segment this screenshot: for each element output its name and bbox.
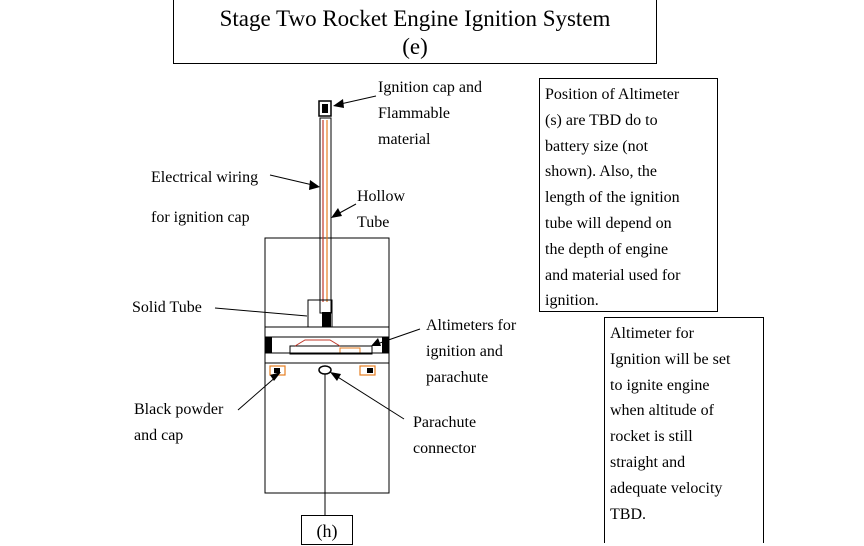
hollow-tube [319, 117, 332, 314]
label-parachute-connector-line: connector [413, 440, 477, 457]
label-ignition-cap-line: Flammable [378, 105, 450, 122]
page-subtitle: (e) [402, 34, 428, 59]
section-h-box: (h) [301, 515, 353, 545]
label-parachute-connector: Parachute connector [413, 410, 476, 462]
note-line: and material used for [545, 266, 681, 284]
note-line: the depth of engine [545, 240, 669, 258]
note-line: ignition. [545, 292, 599, 310]
note-line: (s) are TBD do to [545, 111, 658, 129]
note-altimeter-position: Position of Altimeter (s) are TBD do to … [539, 78, 718, 312]
label-hollow-tube: Hollow Tube [357, 184, 405, 236]
note-altimeter-ignition: Altimeter for Ignition will be set to ig… [604, 317, 764, 543]
title-box: Stage Two Rocket Engine Ignition System … [173, 0, 657, 64]
ignition-cap-core [322, 104, 328, 113]
note-line: shown). Also, the [545, 163, 657, 181]
label-ignition-cap: Ignition cap and Flammable material [378, 75, 482, 153]
label-parachute-connector-line: Parachute [413, 414, 477, 431]
parachute-connector [318, 365, 332, 375]
note-line: battery size (not [545, 137, 649, 155]
note-line: rocket is still [610, 428, 693, 446]
note-line: when altitude of [610, 402, 714, 420]
note-line: Ignition will be set [610, 350, 731, 368]
label-electrical-wiring-line: Electrical wiring [151, 169, 259, 186]
label-altimeters: Altimeters for ignition and parachute [426, 313, 516, 391]
altimeter-bay [264, 326, 390, 364]
note-line: to ignite engine [610, 376, 710, 394]
label-altimeters-line: ignition and [426, 343, 503, 360]
label-electrical-wiring-line: for ignition cap [151, 209, 250, 226]
label-solid-tube: Solid Tube [132, 299, 202, 316]
note-line: Altimeter for [610, 325, 694, 342]
label-hollow-tube-line: Tube [357, 214, 390, 231]
note-line: length of the ignition [545, 189, 680, 207]
altimeter-board [289, 345, 373, 355]
black-powder-cap-right [359, 365, 376, 376]
page-title: Stage Two Rocket Engine Ignition System [219, 6, 611, 31]
label-altimeters-line: Altimeters for [426, 317, 517, 334]
note-line: adequate velocity [610, 479, 723, 497]
label-hollow-tube-line: Hollow [357, 188, 405, 205]
note-line: TBD. [610, 505, 646, 523]
label-altimeters-line: parachute [426, 369, 489, 386]
label-ignition-cap-line: Ignition cap and [378, 79, 482, 96]
label-black-powder: Black powder and cap [134, 397, 223, 449]
bay-left-block [265, 337, 272, 353]
label-black-powder-line: Black powder [134, 401, 224, 418]
note-line: straight and [610, 453, 686, 471]
bay-right-block [382, 337, 389, 353]
label-electrical-wiring: Electrical wiring for ignition cap [151, 158, 258, 238]
label-ignition-cap-line: material [378, 131, 431, 148]
solid-tube-core [322, 312, 331, 327]
label-black-powder-line: and cap [134, 427, 184, 444]
note-line: Position of Altimeter [545, 86, 680, 103]
note-line: tube will depend on [545, 214, 672, 232]
